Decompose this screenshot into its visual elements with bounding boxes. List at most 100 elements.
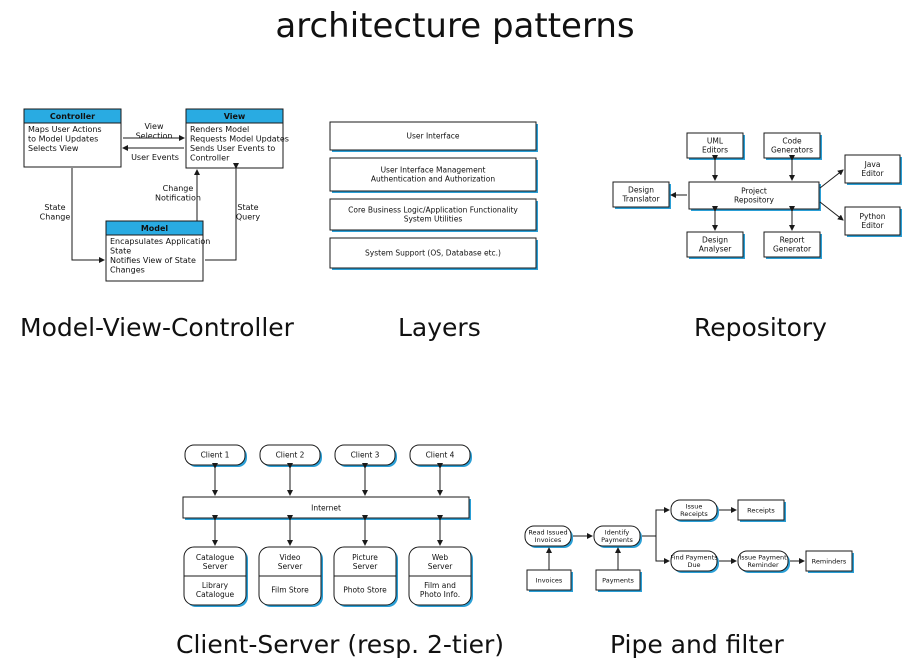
python-editor-box [844,206,901,236]
design-translator-box-label: Design [628,186,654,195]
layer-box [329,237,537,269]
pipe-filter-diagram: Read IssuedInvoicesIdentifyPaymentsIssue… [524,499,854,592]
layers-caption: Layers [398,313,481,342]
model-box-text: Changes [110,265,145,274]
design-translator-box [612,181,670,208]
design-analyser-box-label: Design [702,236,728,245]
server-name: Picture [352,553,378,562]
identify-payments-filter-label: Payments [601,536,633,544]
server-store: Film and [424,581,456,590]
view-selection-label: View [145,122,164,131]
python-editor-box-label: Python [860,212,886,221]
client-label: Client 3 [351,451,380,460]
server-name: Server [428,562,454,571]
slide-title: architecture patterns [275,6,635,46]
view-selection-label: Selection [136,132,173,141]
reminders-output-label: Reminders [812,557,847,565]
uml-editors-box [686,132,744,159]
project-repository-box [688,181,820,210]
report-generator-box [763,231,821,258]
identify-payments-filter-label: Identify [605,529,630,537]
issue-receipts-filter-label: Receipts [680,510,708,518]
find-payments-due-filter-label: Find Payments [670,554,718,562]
java-editor-box-label: Java [864,160,881,169]
connector-arrow [205,163,239,261]
issue-receipts-filter [670,499,718,521]
connector-arrow [71,168,105,263]
controller-box-text: Maps User Actions [28,125,102,134]
server-name: Server [353,562,379,571]
layer-box [329,198,537,231]
layer-label: Core Business Logic/Application Function… [348,206,518,215]
layer-label: System Utilities [404,215,463,224]
view-box-title: View [224,112,246,121]
code-generators-box-label: Generators [771,146,813,155]
view-box-text: Renders Model [190,125,249,134]
reminders-output [805,550,853,572]
server-name: Server [278,562,304,571]
layer-label: User Interface Management [381,166,486,175]
layer-label: System Support (OS, Database etc.) [365,249,501,258]
model-box-text: Notifies View of State [110,256,196,265]
view-box-header [185,108,284,124]
connector-arrow [819,201,844,221]
internet-label: Internet [311,504,341,513]
python-editor-box-label: Editor [861,221,884,230]
state-change-label: State [44,203,65,212]
view-box-text: Sends User Events to [190,144,275,153]
controller-box-title: Controller [50,112,95,121]
design-translator-box-label: Translator [621,195,660,204]
code-generators-box [763,132,821,159]
read-invoices-filter-label: Read Issued [528,529,567,537]
state-query-label: Query [236,213,261,222]
read-invoices-filter [524,525,572,547]
repository-diagram: ProjectRepositoryUMLEditorsCodeGenerator… [612,132,902,259]
find-payments-due-filter-label: Due [687,561,700,569]
design-analyser-box [686,231,744,258]
state-query-label: State [237,203,258,212]
receipts-output-label: Receipts [747,506,775,514]
invoices-input-label: Invoices [536,576,563,584]
issue-receipts-filter-label: Issue [686,503,703,511]
identify-payments-filter [593,525,641,547]
server-name: Server [203,562,229,571]
repository-caption: Repository [694,313,827,342]
model-box-text: Encapsulates Application [110,237,210,246]
server-name: Video [279,553,300,562]
connector-arrow [642,507,670,537]
view-box-text: Requests Model Updates [190,134,289,143]
model-box-header [105,220,204,236]
mvc-caption: Model-View-Controller [20,313,294,342]
read-invoices-filter-label: Invoices [535,536,562,544]
client-label: Client 2 [276,451,305,460]
state-change-label: Change [40,213,71,222]
connector-arrow [819,169,844,189]
uml-editors-box-label: Editors [702,146,728,155]
server-store: Film Store [271,586,309,595]
server-store: Catalogue [196,590,235,599]
controller-box-header [23,108,122,124]
model-box-title: Model [141,224,169,233]
project-repository-box-label: Repository [734,196,774,205]
layer-label: Authentication and Authorization [371,175,495,184]
payments-input-label: Payments [602,576,634,584]
pipe-filter-caption: Pipe and filter [610,630,784,659]
server-store: Photo Store [343,586,387,595]
client-label: Client 4 [426,451,455,460]
find-payments-due-filter [670,550,718,572]
receipts-output [737,499,785,521]
change-notification-label: Change [163,184,194,193]
project-repository-box-label: Project [741,187,767,196]
change-notification-label: Notification [155,194,201,203]
server-store: Library [202,581,229,590]
report-generator-box-label: Report [780,236,805,245]
layer-box [329,157,537,192]
design-analyser-box-label: Analyser [699,245,733,254]
server-store: Photo Info. [420,590,460,599]
java-editor-box [844,154,901,184]
issue-reminder-filter-label: Reminder [747,561,779,569]
